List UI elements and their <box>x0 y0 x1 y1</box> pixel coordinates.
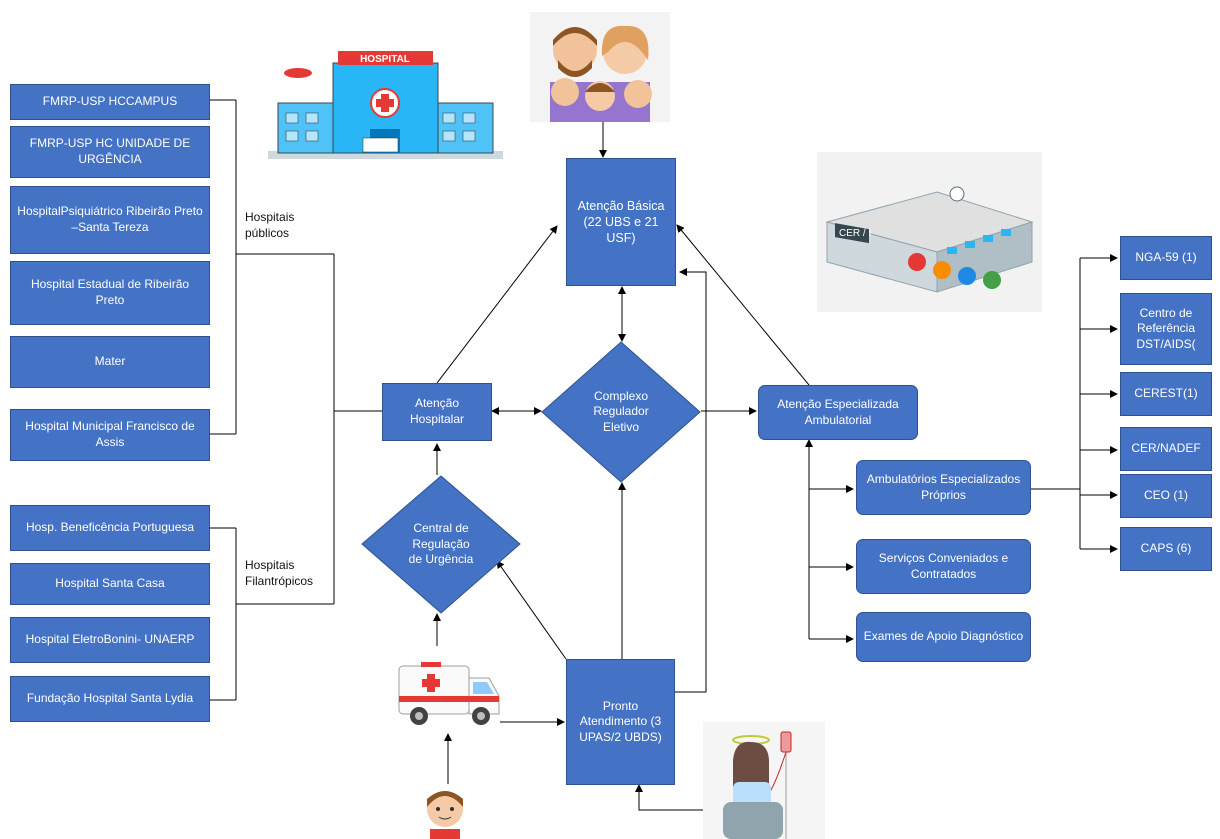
atencao-hospitalar-box: Atenção Hospitalar <box>382 383 492 441</box>
service-box-cerest: CEREST(1) <box>1120 372 1212 416</box>
hospital-box-hc-urgencia: FMRP-USP HC UNIDADE DE URGÊNCIA <box>10 126 210 178</box>
group-label-public: Hospitais públicos <box>245 210 295 240</box>
family-icon <box>530 12 670 122</box>
hospital-box-hc-campus: FMRP-USP HCCAMPUS <box>10 84 210 120</box>
hospital-box-beneficencia: Hosp. Beneficência Portuguesa <box>10 505 210 551</box>
svg-text:HOSPITAL: HOSPITAL <box>360 54 410 65</box>
service-box-nga59: NGA-59 (1) <box>1120 236 1212 280</box>
central-regulacao-diamond: Central de Regulação de Urgência <box>361 475 521 614</box>
hospital-building-icon: HOSPITAL <box>268 51 503 159</box>
hospital-box-mater: Mater <box>10 336 210 388</box>
child-icon <box>427 791 463 839</box>
ambulatorios-proprios-box: Ambulatórios Especializados Próprios <box>856 460 1031 515</box>
service-box-ceo: CEO (1) <box>1120 474 1212 518</box>
cer-building-icon: CER / I <box>817 152 1042 312</box>
hospital-box-francisco-assis: Hospital Municipal Francisco de Assis <box>10 409 210 461</box>
hospital-box-santa-casa: Hospital Santa Casa <box>10 563 210 605</box>
group-label-philanthropic: Hospitais Filantrópicos <box>245 558 314 588</box>
pronto-atendimento-box: Pronto Atendimento (3 UPAS/2 UBDS) <box>566 659 675 785</box>
svg-text:CER / I: CER / I <box>839 228 871 239</box>
hospital-box-santa-lydia: Fundação Hospital Santa Lydia <box>10 676 210 722</box>
service-box-dst-aids: Centro de Referência DST/AIDS( <box>1120 293 1212 365</box>
service-box-cer-nadef: CER/NADEF <box>1120 427 1212 471</box>
hospital-box-estadual: Hospital Estadual de Ribeirão Preto <box>10 261 210 325</box>
diamond-shape <box>541 341 701 483</box>
service-box-caps: CAPS (6) <box>1120 527 1212 571</box>
atencao-especializada-box: Atenção Especializada Ambulatorial <box>758 385 918 440</box>
ambulance-icon <box>398 662 500 725</box>
complexo-regulador-diamond: Complexo Regulador Eletivo <box>541 341 701 483</box>
patient-iv-icon <box>703 722 825 839</box>
hospital-box-eletro-bonini: Hospital EletroBonini- UNAERP <box>10 617 210 663</box>
servicos-conveniados-box: Serviços Conveniados e Contratados <box>856 539 1031 594</box>
exames-apoio-box: Exames de Apoio Diagnóstico <box>856 612 1031 662</box>
hospital-box-santa-tereza: HospitalPsiquiátrico Ribeirão Preto –San… <box>10 186 210 254</box>
atencao-basica-box: Atenção Básica (22 UBS e 21 USF) <box>566 158 676 286</box>
diamond-shape <box>361 475 521 614</box>
